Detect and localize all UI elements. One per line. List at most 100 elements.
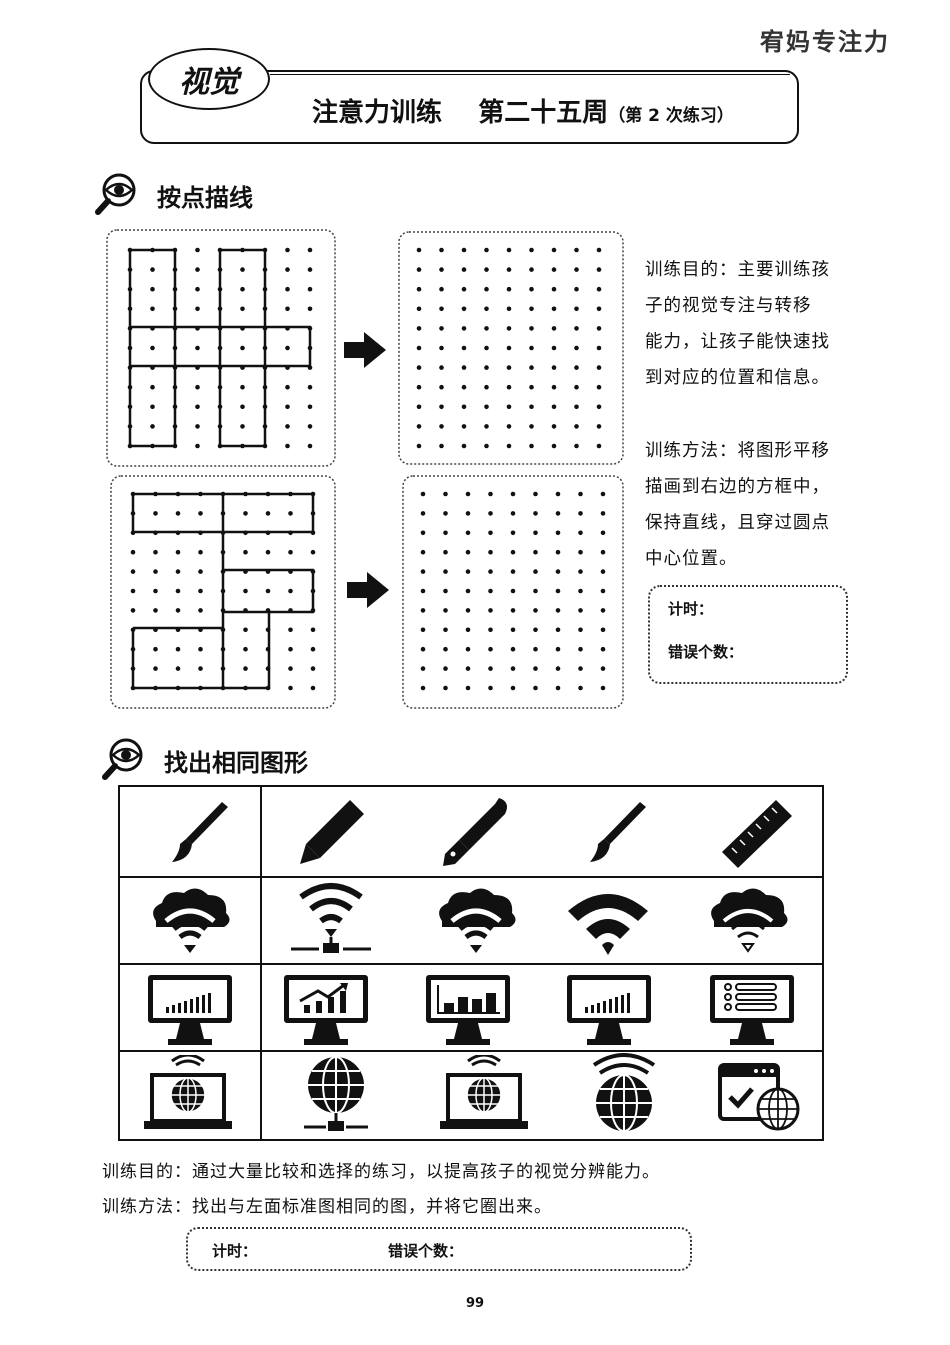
grid-dot: [465, 491, 471, 497]
grid-dot: [416, 247, 422, 253]
purpose-line: 到对应的位置和信息。: [645, 368, 830, 388]
grid-dot: [243, 646, 248, 652]
section2-heading: 找出相同图形: [164, 749, 308, 777]
grid-dot: [596, 384, 602, 390]
grid-dot: [551, 267, 557, 272]
grid-dot: [285, 384, 290, 390]
grid-dot: [484, 365, 489, 370]
brand-title: 宥妈专注力: [760, 28, 890, 56]
grid-dot: [288, 588, 293, 594]
grid-dot: [510, 685, 516, 691]
grid-dot: [510, 511, 516, 516]
grid-dot: [510, 569, 516, 574]
calendar-globe-icon[interactable]: [712, 1055, 804, 1135]
page-number: 99: [465, 1296, 485, 1311]
grid-dot: [175, 666, 181, 671]
grid-dot: [484, 267, 489, 272]
grid-dot: [443, 588, 448, 594]
grid-dot: [551, 345, 557, 351]
globe-signal-icon[interactable]: [578, 1053, 670, 1133]
grid-dot: [150, 267, 155, 272]
grid-dot: [461, 424, 467, 429]
grid-dot: [488, 666, 493, 671]
grid-dot: [533, 530, 538, 536]
grid-dot: [488, 588, 493, 594]
monitor-chart-icon[interactable]: [422, 969, 514, 1049]
grid-dot: [465, 608, 471, 613]
table-divider: [120, 1050, 822, 1052]
grid-dot: [510, 627, 516, 633]
grid-dot: [285, 443, 290, 449]
method-line: 中心位置。: [645, 549, 738, 569]
grid-dot: [533, 666, 538, 671]
grid-dot: [288, 646, 293, 652]
grid-dot: [443, 549, 448, 555]
errors-label: 错误个数：: [388, 1242, 464, 1260]
grid-dot: [285, 286, 290, 292]
grid-dot: [574, 424, 579, 429]
grid-dot: [198, 646, 203, 652]
monitor-trend-icon[interactable]: [280, 969, 372, 1049]
grid-dot: [288, 549, 293, 555]
grid-dot: [510, 588, 516, 594]
section1-purpose: 训练目的：主要训练孩 子的视觉专注与转移 能力，让孩子能快速找 到对应的位置和信…: [645, 252, 845, 396]
grid-dot: [265, 511, 271, 516]
grid-dot: [461, 267, 467, 272]
grid-dot: [150, 384, 155, 390]
grid-dot: [443, 627, 448, 633]
page-title: 注意力训练 第二十五周（第 2 次练习）: [312, 92, 734, 129]
monitor-bars-icon[interactable]: [144, 969, 236, 1049]
fountain-pen-icon[interactable]: [425, 792, 517, 872]
grid-dot: [574, 247, 579, 253]
grid-dot: [533, 685, 538, 691]
paintbrush-icon[interactable]: [562, 792, 654, 872]
grid-dot: [574, 404, 579, 410]
grid-dot: [551, 247, 557, 253]
grid-dot: [600, 666, 606, 671]
banner-divider: [270, 74, 790, 75]
grid-dot: [533, 608, 538, 613]
wifi-network-icon[interactable]: [285, 879, 377, 959]
pencil-icon[interactable]: [280, 792, 372, 872]
blank-grid-2[interactable]: [401, 474, 625, 710]
grid-dot: [596, 345, 602, 351]
blank-grid-1[interactable]: [397, 230, 625, 466]
cloud-wifi-outline-icon[interactable]: [702, 881, 794, 961]
grid-dot: [529, 404, 534, 410]
grid-dot: [198, 511, 203, 516]
title-banner: [140, 70, 799, 144]
grid-dot: [443, 666, 448, 671]
grid-dot: [285, 306, 290, 312]
grid-dot: [551, 404, 557, 410]
grid-dot: [439, 345, 444, 351]
grid-dot: [153, 588, 158, 594]
pattern-grid-1: [106, 229, 336, 467]
grid-dot: [510, 549, 516, 555]
laptop-globe-icon[interactable]: [142, 1055, 234, 1135]
grid-dot: [130, 569, 136, 574]
title-week: 第二十五周: [478, 98, 609, 128]
grid-dot: [153, 511, 158, 516]
grid-dot: [130, 608, 136, 613]
grid-dot: [240, 267, 245, 272]
grid-dot: [465, 666, 471, 671]
grid-dot: [461, 443, 467, 449]
ruler-icon[interactable]: [710, 792, 802, 872]
grid-dot: [574, 384, 579, 390]
cloud-wifi-icon[interactable]: [430, 881, 522, 961]
laptop-globe-icon[interactable]: [438, 1055, 530, 1135]
grid-dot: [285, 424, 290, 429]
monitor-bars-icon[interactable]: [563, 969, 655, 1049]
grid-dot: [488, 511, 493, 516]
paintbrush-icon[interactable]: [144, 792, 236, 872]
method-line: 训练方法：将图形平移: [645, 441, 830, 461]
grid-dot: [529, 306, 534, 312]
cloud-wifi-icon[interactable]: [144, 881, 236, 961]
wifi-icon[interactable]: [562, 883, 654, 963]
grid-dot: [578, 549, 583, 555]
grid-dot: [555, 511, 561, 516]
globe-network-icon[interactable]: [290, 1055, 382, 1135]
monitor-list-icon[interactable]: [706, 969, 798, 1049]
grid-dot: [555, 627, 561, 633]
grid-dot: [443, 530, 448, 536]
